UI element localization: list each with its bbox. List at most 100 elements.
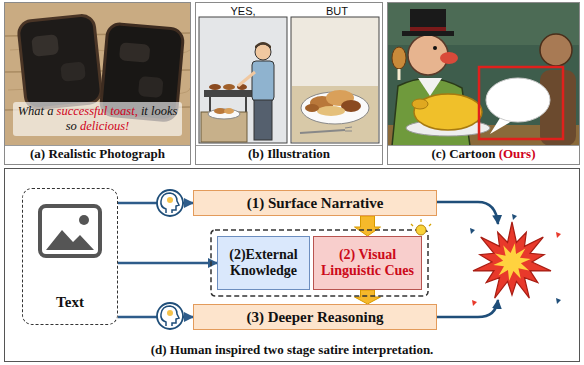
explosion-icon [470, 228, 475, 234]
toast-photo [5, 3, 190, 146]
satire-cartoon [412, 99, 428, 109]
yes-but-illustration [209, 97, 211, 112]
yes-but-illustration [238, 72, 255, 86]
toast-photo [119, 42, 150, 63]
yes-but-illustration [245, 97, 247, 112]
yes-but-illustration [208, 109, 240, 119]
panel-caption: (b) Illustration [196, 145, 382, 164]
thinking-head-icon [167, 197, 173, 203]
input-arrow [118, 262, 217, 265]
dashed-group-box [211, 230, 428, 296]
yes-but-illustration [209, 84, 221, 90]
thinking-head-icon [167, 310, 173, 316]
result-arrow [437, 300, 498, 317]
yes-but-illustration [305, 104, 319, 112]
satire-cartoon [388, 3, 579, 146]
thinking-head-icon [157, 190, 183, 216]
panel-heading: YES, [198, 5, 288, 18]
cartoon-panel: (c) Cartoon (Ours) [387, 2, 580, 165]
toast-photo [100, 23, 184, 121]
stage-label: (3) Deeper Reasoning [246, 308, 383, 326]
text-run: (c) [432, 146, 450, 161]
stage-box: (3) Deeper Reasoning [193, 304, 437, 330]
satire-cartoon [486, 78, 550, 122]
result-arrow [437, 202, 498, 224]
yes-but-illustration [255, 42, 271, 49]
explosion-icon [473, 222, 551, 298]
text-run: looks [151, 104, 177, 118]
image-icon [40, 206, 100, 256]
satire-cartoon [540, 34, 572, 66]
flow-arrow [355, 290, 381, 304]
panel-heading: BUT [292, 5, 382, 18]
toast-photo [100, 23, 184, 121]
yes-but-illustration [345, 131, 352, 132]
thinking-head-icon [161, 306, 179, 326]
yes-but-illustration [199, 17, 287, 143]
toast-photo [18, 14, 103, 109]
text-run: successful [57, 104, 111, 118]
section-panel: (d) Human inspired two stage satire inte… [4, 168, 580, 362]
yes-but-illustration [291, 17, 379, 143]
text-run: a [47, 104, 56, 118]
illustration-panel: YES, BUT (b) Illustration [195, 2, 383, 165]
satire-cartoon [440, 52, 458, 64]
lightbulb-icon [416, 225, 426, 235]
text-run: so [66, 119, 80, 133]
yes-but-illustration [199, 17, 379, 143]
explosion-icon [556, 232, 561, 238]
text-run: What [18, 104, 48, 118]
toast-photo [18, 14, 103, 109]
lightbulb-icon [429, 224, 431, 226]
yes-but-illustration [223, 84, 235, 90]
image-icon [40, 206, 100, 256]
input-box: Text [22, 188, 118, 325]
panel-caption: (a) Realistic Photograph [5, 145, 190, 164]
input-label: Text [23, 293, 117, 311]
yes-but-illustration [224, 108, 234, 114]
explosion-icon [493, 243, 530, 281]
lightbulb-icon [411, 224, 413, 226]
stage-label: (1) Surface Narrative [247, 194, 384, 212]
stage-box: (1) Surface Narrative [193, 190, 437, 216]
image-icon [79, 215, 89, 225]
satire-cartoon [392, 47, 406, 69]
satire-cartoon [418, 78, 442, 96]
satire-cartoon [433, 46, 437, 50]
satire-cartoon [479, 67, 563, 139]
yes-but-illustration [292, 86, 378, 142]
lightbulb-icon [411, 219, 431, 235]
explosion-icon [556, 298, 561, 304]
yes-but-illustration [204, 90, 252, 97]
text-run: delicious! [80, 119, 129, 133]
text-run: (Ours) [499, 146, 536, 161]
satire-cartoon [410, 27, 446, 31]
yes-but-illustration [252, 61, 274, 101]
explosion-icon [472, 300, 477, 306]
satire-cartoon [410, 9, 446, 33]
text-run: Cartoon [449, 146, 498, 161]
satire-cartoon [402, 31, 454, 36]
image-icon [46, 230, 94, 250]
photo-panel: What a successful toast, it looks so del… [4, 2, 191, 165]
yes-but-illustration [345, 127, 352, 128]
panel-caption: (c) Cartoon (Ours) [388, 145, 579, 164]
toast-photo [31, 34, 59, 57]
thinking-head-icon [157, 303, 183, 329]
section-caption: (d) Human inspired two stage satire inte… [5, 342, 579, 358]
toast-photo [5, 3, 190, 146]
satire-cartoon [398, 69, 401, 80]
thinking-head-icon [157, 303, 183, 329]
satire-cartoon [388, 3, 579, 146]
knowledge-label: (2)External Knowledge [222, 247, 305, 279]
explosion-icon [512, 214, 517, 220]
flow-arrow [355, 216, 381, 236]
text-run: it [141, 104, 151, 118]
thinking-head-icon [157, 190, 183, 216]
lightbulb-icon [420, 219, 421, 222]
text-run: toast, [110, 104, 141, 118]
toast-photo [138, 76, 164, 98]
toast-photo [60, 61, 86, 81]
yes-but-illustration [317, 106, 345, 116]
